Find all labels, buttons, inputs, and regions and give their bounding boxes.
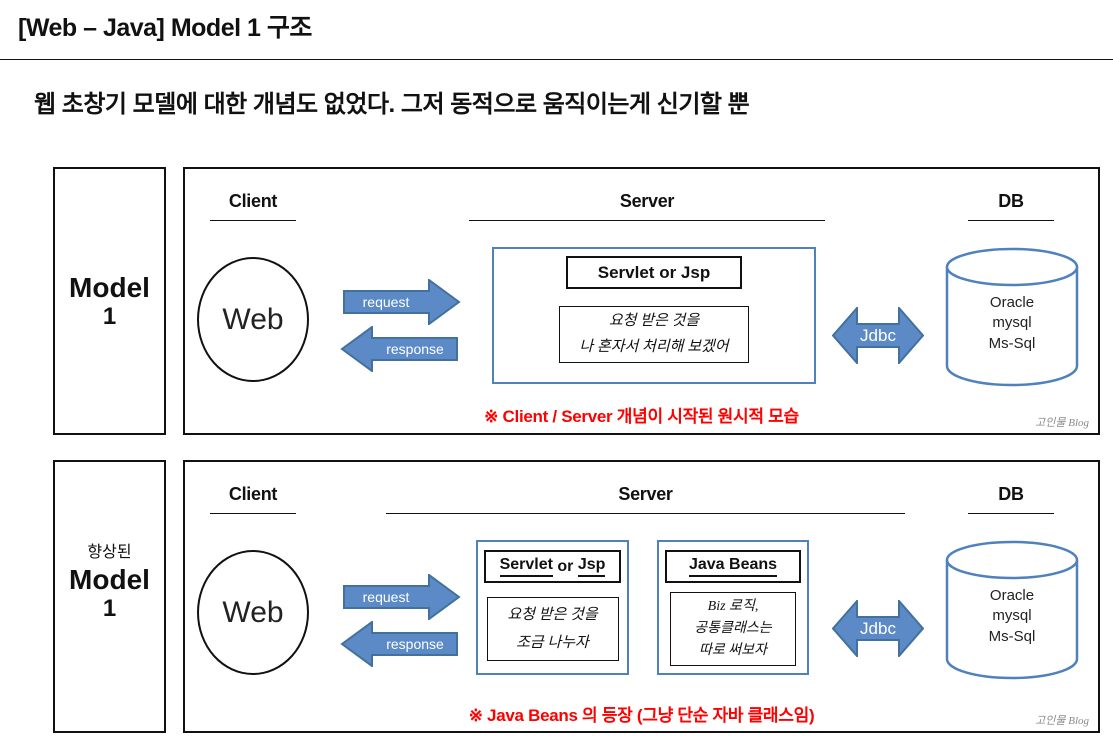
response-arrow-label: response <box>386 341 444 357</box>
model1-label-line2: 1 <box>102 302 117 330</box>
jsp-word: Jsp <box>577 556 606 577</box>
page-title: [Web – Java] Model 1 구조 <box>18 14 312 42</box>
web-client-node: Web <box>197 550 309 675</box>
db-products: Oracle mysql Ms-Sql <box>945 293 1079 354</box>
column-header-server: Server <box>386 484 905 514</box>
server-header-underline <box>469 220 825 221</box>
left-arrow-icon <box>340 621 458 667</box>
db-product-3: Ms-Sql <box>988 334 1036 352</box>
page-subtitle: 웹 초창기 모델에 대한 개념도 없었다. 그저 동적으로 움직이는게 신기할 … <box>34 91 750 118</box>
servlet-word: Servlet <box>499 556 553 577</box>
request-arrow: request <box>343 574 461 620</box>
database-cylinder-icon <box>945 540 1079 680</box>
server-note-line1: 요청 받은 것을 <box>608 313 700 329</box>
database-cylinder-icon <box>945 247 1079 387</box>
blog-credit: 고인물 Blog <box>1035 417 1089 429</box>
servlet-jsp-box: Servlet or Jsp 요청 받은 것을 조금 나누자 <box>476 540 629 675</box>
model1-improved-line2: 1 <box>102 595 117 623</box>
servlet-note-line1: 요청 받은 것을 <box>507 606 598 623</box>
column-header-db: DB <box>968 484 1054 514</box>
servlet-jsp-title: Servlet or Jsp <box>566 256 742 289</box>
java-beans-note-box: Biz 로직, 공통클래스는 따로 써보자 <box>670 592 796 666</box>
model1-improved-red-note: ※ Java Beans 의 등장 (그냥 단순 자바 클래스임) <box>468 706 815 725</box>
beans-note-line1: Biz 로직, <box>707 599 759 615</box>
column-header-db: DB <box>968 191 1054 221</box>
client-header-underline <box>210 220 296 221</box>
db-product-1: Oracle <box>989 587 1035 604</box>
left-arrow-icon <box>340 326 458 372</box>
client-header-underline <box>210 513 296 514</box>
model1-red-note: ※ Client / Server 개념이 시작된 원시적 모습 <box>484 407 799 426</box>
beans-note-line3: 따로 써보자 <box>699 642 767 658</box>
column-header-server: Server <box>469 191 825 221</box>
model1-improved-line1: Model <box>69 564 150 596</box>
db-product-2: mysql <box>992 607 1032 625</box>
column-header-client: Client <box>210 484 296 514</box>
right-arrow-icon <box>343 279 461 325</box>
title-divider <box>0 59 1113 60</box>
db-product-2: mysql <box>992 314 1032 332</box>
response-arrow: response <box>340 326 458 372</box>
request-arrow-label: request <box>362 589 410 605</box>
model1-improved-label-box: 향상된 Model 1 <box>53 460 166 733</box>
server-note-box: 요청 받은 것을 나 혼자서 처리해 보겠어 <box>559 306 749 363</box>
request-arrow: request <box>343 279 461 325</box>
jdbc-arrow-label: Jdbc <box>860 618 896 638</box>
or-word: or <box>552 557 578 575</box>
web-client-node: Web <box>197 257 309 382</box>
server-note-line2: 나 혼자서 처리해 보겠어 <box>579 338 729 355</box>
servlet-jsp-title: Servlet or Jsp <box>484 550 621 583</box>
double-arrow-icon <box>832 600 924 657</box>
double-arrow-icon <box>832 307 924 364</box>
web-client-label: Web <box>222 302 284 336</box>
db-products: Oracle mysql Ms-Sql <box>945 586 1079 647</box>
blog-credit: 고인물 Blog <box>1035 715 1089 727</box>
db-product-3: Ms-Sql <box>988 627 1036 645</box>
db-header-underline <box>968 220 1054 221</box>
servlet-note-box: 요청 받은 것을 조금 나누자 <box>486 597 619 661</box>
beans-note-line2: 공통클래스는 <box>694 621 772 637</box>
column-header-client: Client <box>210 191 296 221</box>
response-arrow: response <box>340 621 458 667</box>
db-cylinder: Oracle mysql Ms-Sql <box>945 540 1079 680</box>
db-header-underline <box>968 513 1054 514</box>
response-arrow-label: response <box>386 636 444 652</box>
java-beans-title: Java Beans <box>665 550 801 583</box>
jdbc-arrow: Jdbc <box>832 600 924 657</box>
server-box: Servlet or Jsp 요청 받은 것을 나 혼자서 처리해 보겠어 <box>492 247 816 384</box>
model1-label-box: Model 1 <box>53 167 166 435</box>
servlet-note-line2: 조금 나누자 <box>516 635 589 651</box>
server-header-underline <box>386 513 905 514</box>
jdbc-arrow: Jdbc <box>832 307 924 364</box>
diagram-panel-model1-improved: Client Server DB Web request response <box>183 460 1100 733</box>
web-client-label: Web <box>222 595 284 629</box>
request-arrow-label: request <box>362 294 410 310</box>
jdbc-arrow-label: Jdbc <box>860 325 896 345</box>
model1-label-line1: Model <box>69 271 150 303</box>
diagram-panel-model1: Client Server DB Web request response <box>183 167 1100 435</box>
right-arrow-icon <box>343 574 461 620</box>
db-product-1: Oracle <box>989 294 1035 311</box>
java-beans-box: Java Beans Biz 로직, 공통클래스는 따로 써보자 <box>657 540 809 675</box>
model1-improved-prefix: 향상된 <box>87 544 132 562</box>
java-beans-word: Java Beans <box>688 556 778 577</box>
db-cylinder: Oracle mysql Ms-Sql <box>945 247 1079 387</box>
